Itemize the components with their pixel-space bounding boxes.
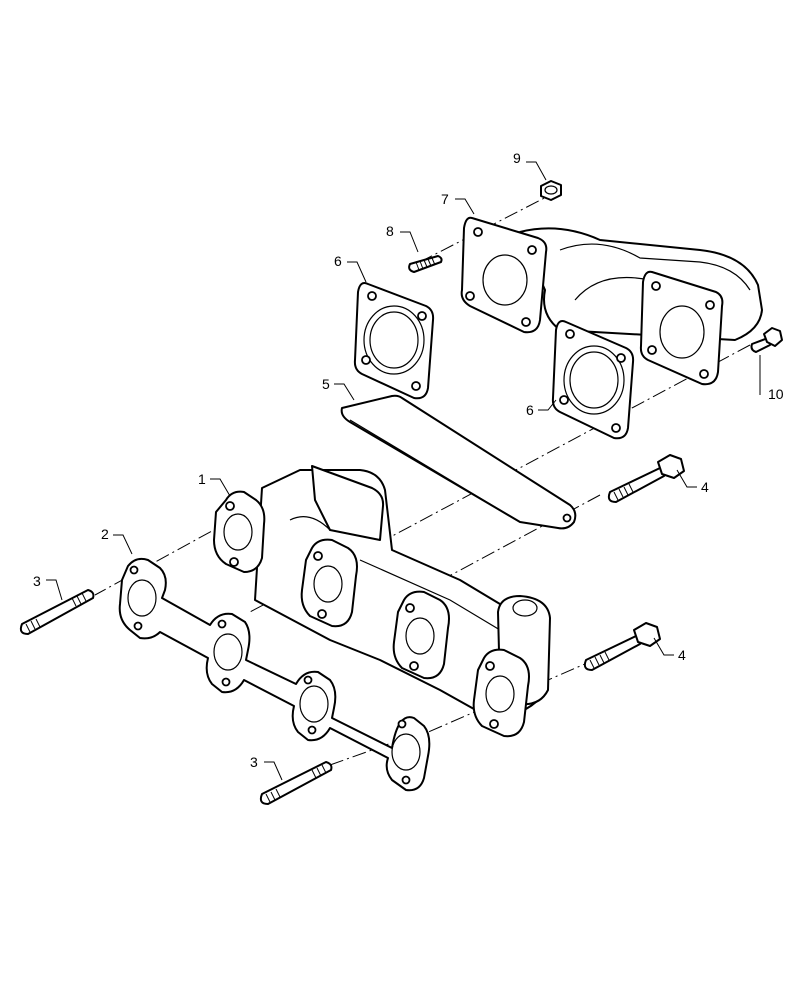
exhaust-manifold-part-1	[213, 465, 551, 738]
callout-9: 9	[513, 150, 521, 166]
callout-1: 1	[198, 471, 206, 487]
stud-part-3-upper	[19, 589, 95, 635]
upper-manifold-part-7	[460, 216, 763, 386]
bolt-part-10	[750, 327, 783, 353]
heat-shield-strap-part-5	[340, 394, 577, 530]
manifold-gasket-part-2	[118, 557, 431, 792]
callout-10: 10	[768, 386, 784, 402]
callout-labels: 9 7 8 6 5 6 10 1 2 3 3 4 4	[33, 150, 784, 770]
callout-2: 2	[101, 526, 109, 542]
bolt-part-4-upper	[607, 454, 685, 503]
callout-4-upper: 4	[701, 479, 709, 495]
callout-3-upper: 3	[33, 573, 41, 589]
leader-lines	[46, 161, 761, 781]
callout-5: 5	[322, 376, 330, 392]
callout-8: 8	[386, 223, 394, 239]
gasket-part-6-lower	[551, 320, 635, 440]
stud-part-3-lower	[259, 761, 333, 805]
callout-6-upper: 6	[334, 253, 342, 269]
callout-4-lower: 4	[678, 647, 686, 663]
stud-part-8	[408, 255, 443, 273]
callout-6-lower: 6	[526, 402, 534, 418]
gasket-part-6-upper	[353, 282, 435, 400]
callout-7: 7	[441, 191, 449, 207]
callout-3-lower: 3	[250, 754, 258, 770]
bolt-part-4-lower	[583, 622, 661, 671]
nut-part-9	[540, 180, 562, 201]
